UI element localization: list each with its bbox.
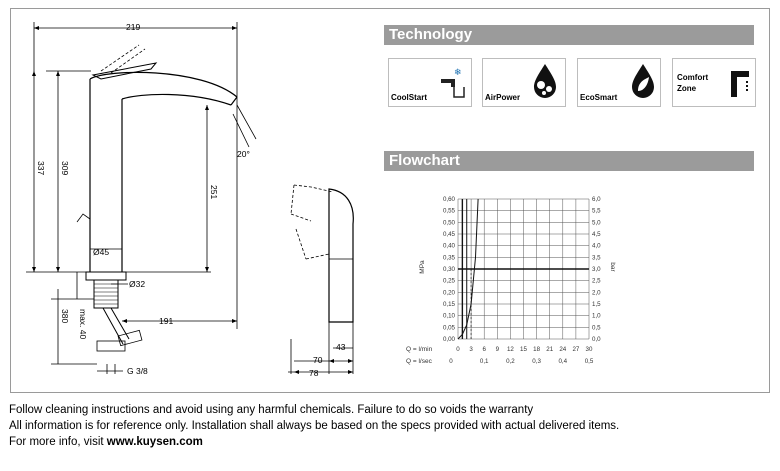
technical-drawing: 219 337 309 251 20° Ø45 Ø32 380 max. 40 … [26, 22, 354, 378]
feature-airpower: AirPower [482, 58, 566, 107]
q-sec-tick: 0,5 [585, 358, 594, 365]
dim-g-3-8: G 3/8 [127, 366, 148, 376]
right-tick-label: 5,0 [592, 219, 601, 226]
svg-text:❄: ❄ [454, 67, 462, 77]
feature-ecosmart: EcoSmart [577, 58, 661, 107]
footer-line-2: All information is for reference only. I… [9, 420, 620, 432]
footer-line-3-prefix: For more info, visit [9, 436, 107, 448]
q-min-tick: 3 [469, 346, 473, 353]
feature-label-coolstart: CoolStart [391, 93, 427, 102]
q-sec-tick: 0,1 [480, 358, 489, 365]
right-tick-label: 4,0 [592, 243, 601, 250]
left-tick-label: 0,50 [443, 219, 456, 226]
feature-label-comfort: Comfort [677, 73, 709, 82]
flowchart-chart: 0,600,550,500,450,400,350,300,250,200,15… [406, 196, 616, 365]
q-min-tick: 12 [507, 346, 514, 353]
right-tick-label: 4,5 [592, 231, 601, 238]
q-min-tick: 18 [533, 346, 540, 353]
dim-20-degree: 20° [237, 149, 250, 159]
q-min-label: Q = l/min [406, 346, 433, 353]
q-min-tick: 0 [456, 346, 460, 353]
right-axis-label: bar [609, 262, 616, 272]
dim-diameter-45: Ø45 [93, 247, 109, 257]
dim-337: 337 [36, 161, 46, 175]
q-min-tick: 6 [482, 346, 486, 353]
q-min-tick: 24 [559, 346, 566, 353]
left-tick-label: 0,00 [443, 336, 456, 343]
q-sec-label: Q = l/sec [406, 358, 433, 365]
footer-line-1: Follow cleaning instructions and avoid u… [9, 404, 534, 416]
dim-43: 43 [336, 342, 346, 352]
left-tick-label: 0,35 [443, 254, 456, 261]
footer-note-warranty: Follow cleaning instructions and avoid u… [9, 403, 533, 418]
right-tick-label: 3,0 [592, 266, 601, 273]
flowchart-header: Flowchart [384, 151, 754, 171]
dim-diameter-32: Ø32 [129, 279, 145, 289]
left-tick-label: 0,10 [443, 313, 456, 320]
right-tick-label: 2,5 [592, 278, 601, 285]
feature-label-airpower: AirPower [485, 93, 521, 102]
ecosmart-icon [632, 64, 654, 98]
footer-note-more-info: For more info, visit www.kuysen.com [9, 435, 203, 450]
feature-label-ecosmart: EcoSmart [580, 93, 618, 102]
right-tick-label: 1,5 [592, 301, 601, 308]
technology-header: Technology [384, 25, 754, 45]
right-tick-label: 2,0 [592, 289, 601, 296]
dim-380: 380 [60, 309, 70, 323]
technology-title: Technology [389, 26, 473, 43]
right-tick-label: 6,0 [592, 196, 601, 203]
website-link[interactable]: www.kuysen.com [106, 436, 203, 448]
q-sec-tick: 0,3 [532, 358, 541, 365]
q-min-tick: 15 [520, 346, 527, 353]
coolstart-icon: ❄ [441, 67, 465, 98]
dim-78: 78 [309, 368, 319, 378]
q-sec-tick: 0,2 [506, 358, 515, 365]
feature-label-zone: Zone [677, 84, 697, 93]
left-tick-label: 0,55 [443, 208, 456, 215]
flowchart-title: Flowchart [389, 152, 460, 169]
left-tick-label: 0,25 [443, 278, 456, 285]
q-sec-tick: 0 [449, 358, 453, 365]
right-tick-label: 5,5 [592, 208, 601, 215]
left-tick-label: 0,45 [443, 231, 456, 238]
dim-70: 70 [313, 355, 323, 365]
right-tick-label: 0,0 [592, 336, 601, 343]
right-tick-label: 0,5 [592, 324, 601, 331]
product-spec-sheet: 219 337 309 251 20° Ø45 Ø32 380 max. 40 … [10, 8, 770, 393]
dim-251: 251 [209, 185, 219, 199]
q-min-tick: 9 [496, 346, 500, 353]
left-tick-label: 0,40 [443, 243, 456, 250]
footer-note-reference: All information is for reference only. I… [9, 419, 619, 434]
right-tick-label: 1,0 [592, 313, 601, 320]
feature-comfort-zone: Comfort Zone [672, 58, 756, 107]
left-tick-label: 0,60 [443, 196, 456, 203]
q-sec-tick: 0,4 [558, 358, 567, 365]
dim-219: 219 [126, 22, 140, 32]
dim-309: 309 [60, 161, 70, 175]
q-min-tick: 27 [572, 346, 579, 353]
airpower-icon [534, 64, 556, 98]
left-axis-label: MPa [419, 260, 426, 274]
q-min-tick: 30 [586, 346, 593, 353]
left-tick-label: 0,30 [443, 266, 456, 273]
left-tick-label: 0,15 [443, 301, 456, 308]
comfort-zone-icon [731, 71, 749, 97]
dim-max-40: max. 40 [78, 309, 88, 340]
right-tick-label: 3,5 [592, 254, 601, 261]
left-tick-label: 0,20 [443, 289, 456, 296]
flow-curve-series-0 [457, 198, 479, 340]
dim-191: 191 [159, 316, 173, 326]
q-min-tick: 21 [546, 346, 553, 353]
feature-coolstart: ❄ CoolStart [388, 58, 472, 107]
left-tick-label: 0,05 [443, 324, 456, 331]
